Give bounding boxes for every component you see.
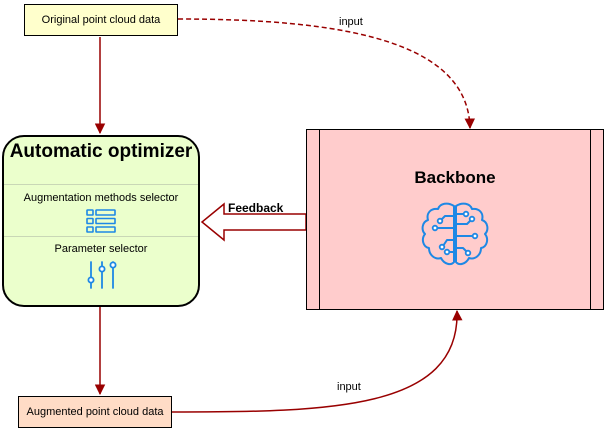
brain-circuit-icon [421, 202, 489, 266]
sliders-icon [87, 261, 117, 289]
feedback-label: Feedback [228, 201, 284, 215]
list-icon [86, 209, 116, 233]
edge-original-to-backbone [177, 18, 476, 130]
input-label-bottom: input [337, 381, 361, 393]
augmented-point-cloud-label: Augmented point cloud data [26, 406, 164, 418]
optimizer-divider-2 [4, 236, 198, 237]
edge-augmented-to-backbone [171, 309, 463, 413]
input-label-top: input [339, 16, 363, 28]
backbone-right-bar [590, 130, 591, 309]
optimizer-title: Automatic optimizer [9, 141, 193, 162]
original-point-cloud-label: Original point cloud data [41, 14, 161, 26]
original-point-cloud-box: Original point cloud data [24, 4, 178, 36]
optimizer-divider-1 [4, 184, 198, 185]
parameter-selector-label: Parameter selector [54, 243, 148, 255]
backbone-left-bar [319, 130, 320, 309]
augmentation-methods-selector-label: Augmentation methods selector [23, 192, 179, 204]
edge-feedback-arrow [200, 202, 307, 242]
automatic-optimizer-box: Automatic optimizer Augmentation methods… [2, 135, 200, 307]
backbone-title: Backbone [414, 168, 496, 187]
backbone-box: Backbone [306, 129, 604, 310]
augmented-point-cloud-box: Augmented point cloud data [18, 396, 172, 428]
